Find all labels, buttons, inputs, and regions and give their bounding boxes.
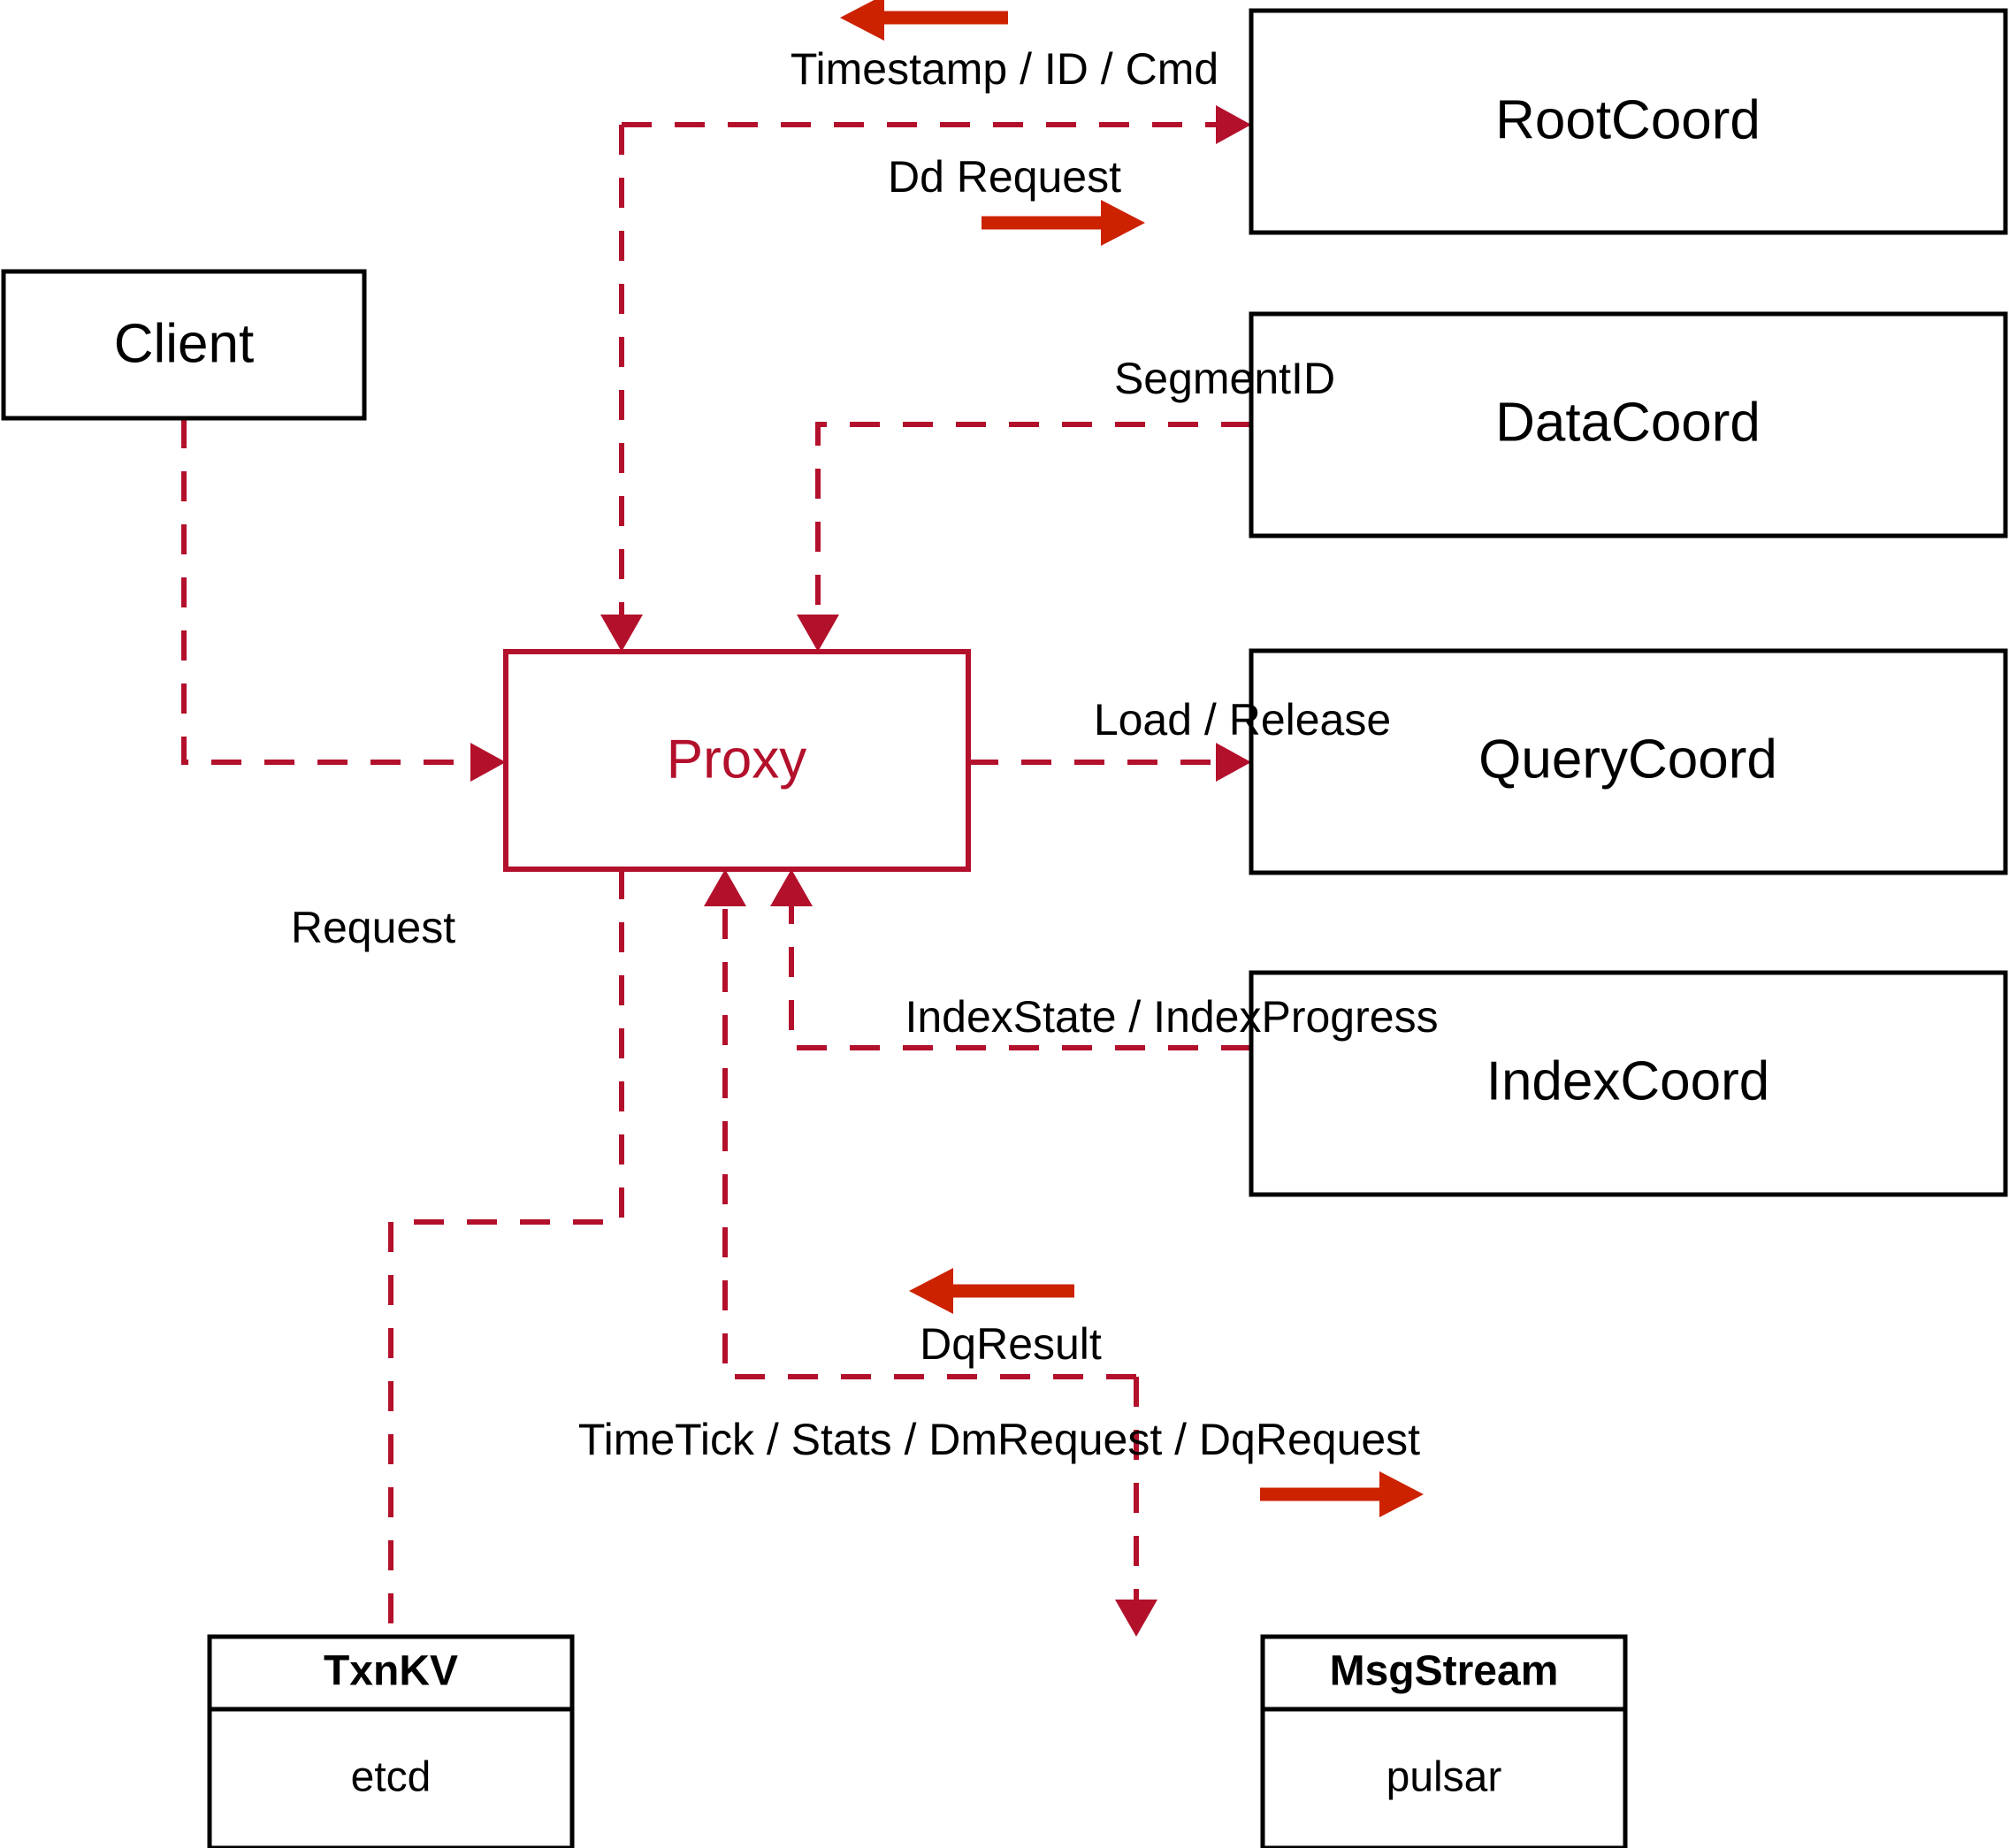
node-txnkv-title: TxnKV (324, 1648, 458, 1695)
ddrequest-direction-arrow (982, 200, 1145, 246)
node-querycoord-label: QueryCoord (1478, 729, 1777, 790)
edge-label-dqresult: DqResult (920, 1319, 1102, 1369)
edge-indexcoord-to-proxy[interactable] (770, 869, 1251, 1050)
edge-proxy-to-rootcoord[interactable] (622, 105, 1251, 144)
direction-arrow-layer (840, 0, 1424, 1517)
timestamp-direction-arrow (840, 0, 1008, 41)
edge-datacoord-to-proxy[interactable] (797, 422, 1251, 652)
edge-label-timetick-stats-dmrequest-dqrequest: TimeTick / Stats / DmRequest / DqRequest (578, 1415, 1420, 1464)
dqrequest-direction-arrow (1260, 1471, 1424, 1517)
edge-proxy-to-querycoord[interactable] (968, 743, 1251, 782)
dqresult-direction-arrow (909, 1268, 1074, 1314)
node-msgstream[interactable]: MsgStream pulsar (1260, 1634, 1628, 1848)
edge-client-to-proxy[interactable] (181, 418, 506, 782)
edge-label-request: Request (291, 903, 455, 952)
edge-proxy-to-msgstream[interactable] (1115, 1377, 1157, 1637)
node-txnkv-impl: etcd (351, 1754, 432, 1801)
edge-label-timestamp-id-cmd: Timestamp / ID / Cmd (791, 44, 1218, 94)
node-indexcoord-label: IndexCoord (1486, 1050, 1770, 1111)
edge-label-segmentid: SegmentID (1114, 354, 1335, 403)
edge-label-layer: Timestamp / ID / Cmd Dd Request SegmentI… (291, 44, 1439, 1464)
node-rootcoord[interactable]: RootCoord (1249, 8, 2008, 235)
node-txnkv[interactable]: TxnKV etcd (207, 1634, 575, 1848)
node-datacoord[interactable]: DataCoord (1249, 311, 2008, 538)
node-msgstream-impl: pulsar (1386, 1754, 1502, 1801)
node-rootcoord-label: RootCoord (1495, 89, 1761, 150)
edge-label-indexstate-indexprogress: IndexState / IndexProgress (905, 992, 1438, 1042)
edge-label-dd-request: Dd Request (888, 152, 1121, 202)
node-indexcoord[interactable]: IndexCoord (1249, 970, 2008, 1197)
edge-proxy-to-txnkv[interactable] (388, 869, 624, 1637)
node-layer: Client Proxy RootCoord DataCoord QueryCo… (1, 8, 2008, 1848)
edge-label-load-release: Load / Release (1094, 695, 1391, 745)
edge-rootcoord-to-proxy[interactable] (600, 125, 643, 652)
edge-msgstream-to-proxy[interactable] (704, 869, 1136, 1379)
node-proxy[interactable]: Proxy (503, 649, 971, 872)
node-querycoord[interactable]: QueryCoord (1249, 648, 2008, 875)
node-proxy-label: Proxy (667, 729, 806, 790)
node-client[interactable]: Client (1, 269, 367, 421)
edge-layer (181, 105, 1251, 1637)
node-client-label: Client (114, 313, 255, 374)
node-msgstream-title: MsgStream (1330, 1648, 1559, 1695)
node-datacoord-label: DataCoord (1495, 392, 1761, 453)
